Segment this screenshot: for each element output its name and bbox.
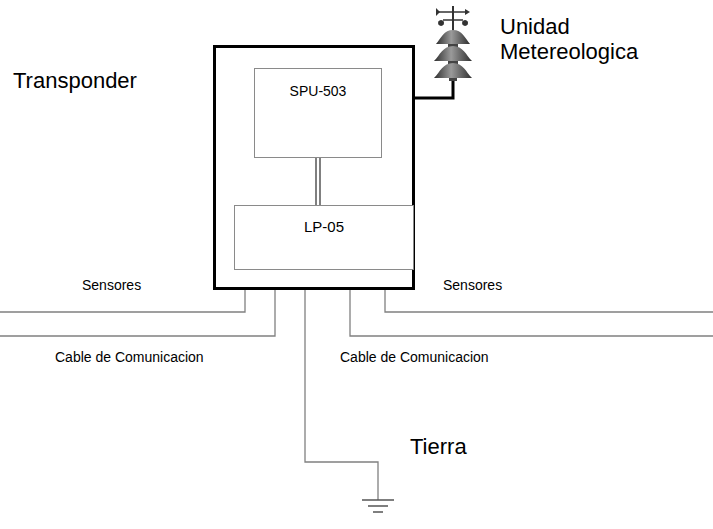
sensor-wire [0,290,245,312]
ground-bar [368,505,388,507]
sensor-wire [385,290,713,312]
ground-bar [373,511,383,513]
cup [462,20,468,26]
wire-label: Cable de Comunicacion [340,349,489,365]
module-name: LP-05 [235,218,413,235]
communication-wire [350,290,713,336]
spu-module: SPU-503 [254,68,382,158]
cup [438,20,444,26]
shield-plate [434,46,472,61]
ground-symbol [362,500,394,512]
wire-label: Sensores [443,277,502,293]
housing-heading: Transponder [13,68,137,94]
ground-label: Tierra [410,434,467,459]
module-name: SPU-503 [255,83,381,99]
vane-head [465,9,470,15]
wire-label: Sensores [82,277,141,293]
double-link [315,158,321,205]
shield-plate [434,63,472,78]
ground-wire [305,290,378,500]
sensor-wires [0,290,713,500]
lp-module: LP-05 [234,205,414,270]
weather-unit-label: Unidad Metereologica [500,14,700,65]
vane-arm [443,19,463,21]
weather-station-icon [434,6,472,81]
shield-base [449,78,457,81]
shield-plate [436,30,470,44]
communication-wire [0,290,275,336]
vane-tail [436,8,440,16]
vane-arm [438,11,468,13]
ground-bar [362,499,394,501]
transponder-housing: TransponderSPU-503LP-05 [213,45,415,290]
wire-label: Cable de Comunicacion [55,349,204,365]
double-link-gap [317,158,319,205]
weather-cable [415,80,453,98]
